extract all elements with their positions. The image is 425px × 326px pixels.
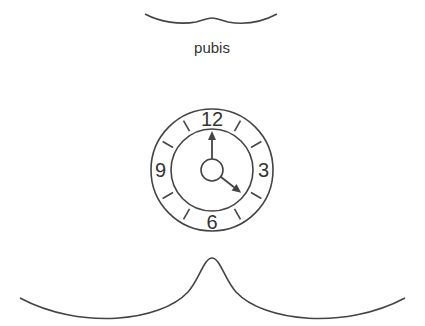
clock-hub — [201, 159, 223, 181]
clock-inner-ring — [171, 129, 253, 211]
hour-hand-head — [232, 184, 242, 193]
hour-tick — [235, 121, 241, 131]
region-label: pubis — [194, 40, 230, 55]
clock-number: 12 — [201, 109, 223, 129]
hour-tick — [163, 193, 173, 199]
clock-outer-ring — [151, 109, 273, 231]
minute-hand-head — [208, 131, 216, 140]
hour-tick — [184, 121, 190, 131]
hour-tick — [163, 142, 173, 148]
hour-hand — [221, 177, 234, 187]
hour-tick — [251, 193, 261, 199]
pubis-outline — [145, 14, 277, 23]
buttocks-outline — [20, 258, 405, 319]
clock-number: 3 — [258, 160, 269, 180]
minute-hand — [211, 140, 213, 159]
clock-number: 6 — [206, 212, 217, 232]
clock-face: 12 9 3 6 — [150, 108, 274, 232]
hour-tick — [235, 209, 241, 219]
clock-number: 9 — [155, 160, 166, 180]
hour-tick — [184, 209, 190, 219]
hour-tick — [251, 142, 261, 148]
